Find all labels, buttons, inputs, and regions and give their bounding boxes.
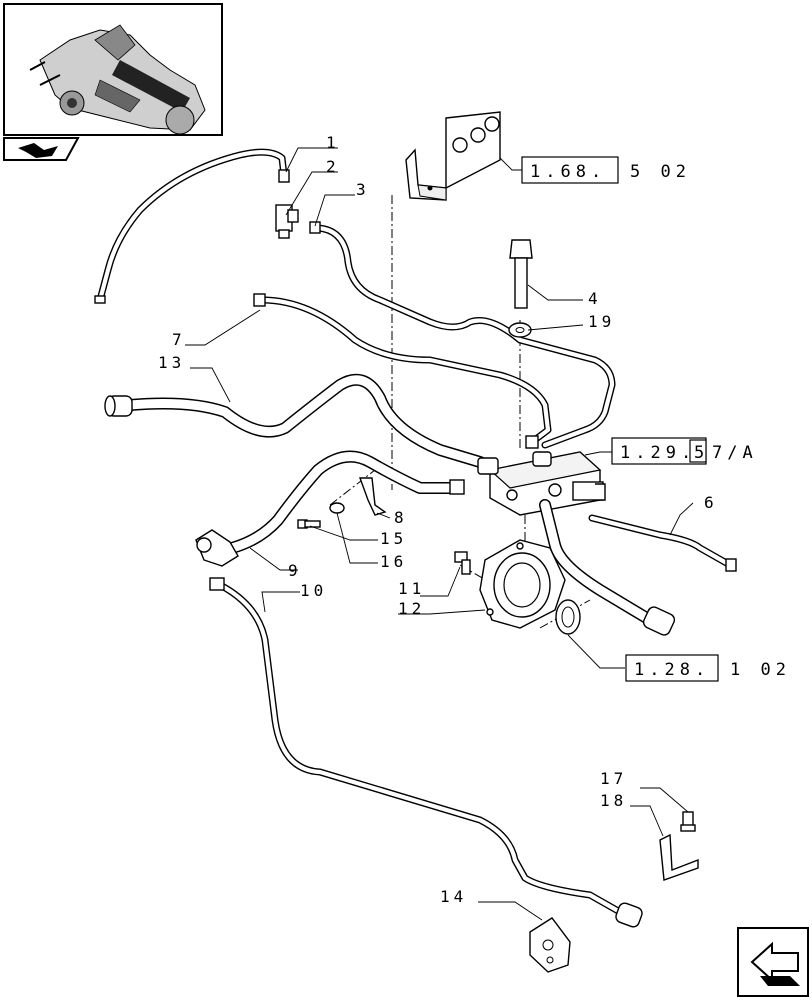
washer-16[interactable] <box>329 502 345 514</box>
pipe-1[interactable] <box>94 148 290 304</box>
callout-11: 11 <box>398 579 425 598</box>
mounting-bracket <box>405 111 501 201</box>
reference-1-68-box-text: 1.68. <box>530 162 606 182</box>
callout-6: 6 <box>704 493 718 512</box>
reference-1-29-mid-text: 5 <box>694 443 709 463</box>
callout-4: 4 <box>588 289 602 308</box>
bolt-4[interactable] <box>509 239 533 309</box>
clip-8[interactable] <box>359 477 387 516</box>
section-icon-tab[interactable] <box>3 137 80 161</box>
callout-15: 15 <box>380 529 407 548</box>
reference-1-68[interactable]: 1.68. 5 02 <box>521 156 691 184</box>
assembly-thumbnail[interactable] <box>3 3 223 136</box>
pipe-6[interactable] <box>588 514 737 572</box>
hose-lower-right[interactable] <box>539 499 676 637</box>
reference-1-28-tail-text: 1 02 <box>730 660 791 680</box>
reference-1-29[interactable]: 1.29. 5 7/A <box>611 437 758 465</box>
reference-1-28-box-text: 1.28. <box>634 660 710 680</box>
pipe-3[interactable] <box>309 221 616 449</box>
callout-16: 16 <box>380 552 407 571</box>
section-icon <box>18 143 58 158</box>
callout-12: 12 <box>398 599 425 618</box>
callout-10: 10 <box>300 581 327 600</box>
washer-19[interactable] <box>508 322 532 338</box>
reference-1-28[interactable]: 1.28. 1 02 <box>625 654 791 682</box>
reference-1-29-box-text: 1.29. <box>620 443 696 463</box>
callout-1: 1 <box>326 133 340 152</box>
callout-18: 18 <box>600 791 627 810</box>
callout-13: 13 <box>158 353 185 372</box>
clamp-14[interactable] <box>529 917 571 973</box>
bolt-11[interactable] <box>454 551 471 575</box>
callout-labels: 1 2 3 4 19 7 13 6 8 15 16 9 10 11 12 17 … <box>158 133 718 906</box>
callout-9: 9 <box>288 561 302 580</box>
bracket-18[interactable] <box>659 833 699 881</box>
callout-8: 8 <box>394 508 408 527</box>
seal-ring[interactable] <box>555 599 581 635</box>
tractor-transmission-thumbnail <box>29 24 206 135</box>
hose-13[interactable] <box>104 373 486 468</box>
callout-14: 14 <box>440 887 467 906</box>
callout-3: 3 <box>356 180 370 199</box>
callout-19: 19 <box>588 312 615 331</box>
callout-2: 2 <box>326 157 340 176</box>
reference-1-29-tail-text: 7/A <box>712 443 758 463</box>
fitting-17[interactable] <box>680 811 696 832</box>
callout-17: 17 <box>600 769 627 788</box>
hose-9[interactable] <box>195 450 465 567</box>
union-fitting-2[interactable] <box>275 204 299 239</box>
next-page-nav[interactable] <box>737 927 809 997</box>
pipe-10[interactable] <box>209 577 644 929</box>
flange-12[interactable] <box>479 539 566 629</box>
screw-15[interactable] <box>297 519 321 529</box>
callout-7: 7 <box>172 330 186 349</box>
valve-block[interactable] <box>477 451 606 516</box>
leader-lines <box>185 147 694 921</box>
reference-1-68-tail-text: 5 02 <box>630 162 691 182</box>
pipe-7[interactable] <box>253 293 552 449</box>
